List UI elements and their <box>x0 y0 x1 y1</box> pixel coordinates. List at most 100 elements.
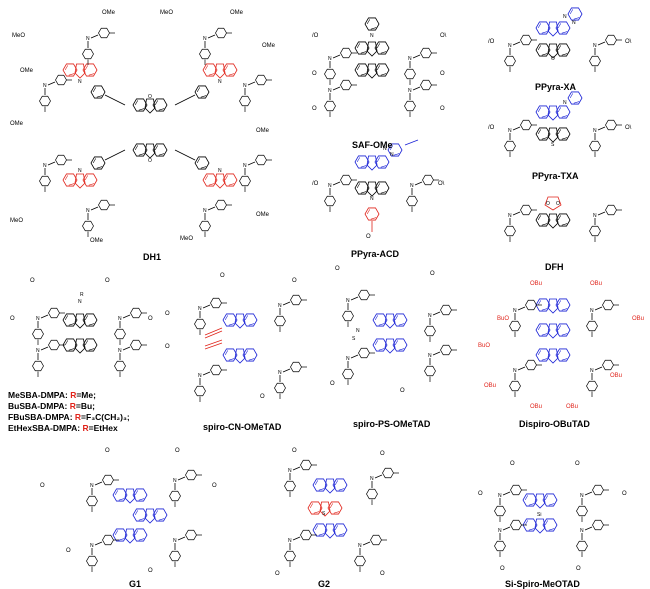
svg-text:MeO: MeO <box>10 218 23 224</box>
svg-text:O: O <box>30 278 35 284</box>
svg-text:O: O <box>66 548 71 554</box>
svg-text:OMe: OMe <box>256 212 270 218</box>
svg-text:BuO: BuO <box>497 316 509 322</box>
svg-text:N: N <box>78 168 82 174</box>
sba-dmpa-structure: NR O O O O <box>10 278 153 377</box>
svg-text:O: O <box>220 273 225 279</box>
sba-dmpa-legend: MeSBA-DMPA: R=Me; BuSBA-DMPA: R=Bu; FBuS… <box>8 390 130 434</box>
svg-text:R: R <box>80 292 84 298</box>
svg-text:O: O <box>312 106 317 112</box>
svg-text:O: O <box>366 234 371 240</box>
svg-text:O: O <box>400 388 405 394</box>
svg-text:O: O <box>292 448 297 454</box>
legend-row-mesba: MeSBA-DMPA: R=Me; <box>8 390 96 400</box>
svg-text:N: N <box>572 20 576 26</box>
svg-text:O: O <box>556 201 560 207</box>
spiro-cn-structure: O O O O O <box>165 273 307 402</box>
svg-text:/O: /O <box>488 125 495 131</box>
spiro-ps-structure: N S O O O O <box>330 266 457 394</box>
svg-text:OBu: OBu <box>530 404 542 410</box>
si-spiro-structure: Si O O O O O O <box>478 461 627 572</box>
svg-text:O: O <box>546 201 550 207</box>
label-dh1: DH1 <box>143 252 162 262</box>
saf-ome-structure: N /O O O O\ O O <box>312 17 447 117</box>
svg-text:OMe: OMe <box>230 10 244 16</box>
svg-text:MeO: MeO <box>180 236 193 242</box>
label-spiro-cn-ometad: spiro-CN-OMeTAD <box>203 422 282 432</box>
svg-text:O: O <box>380 451 385 457</box>
svg-text:O: O <box>292 278 297 284</box>
svg-text:S: S <box>322 511 326 517</box>
dfh-structure: O O <box>505 196 623 242</box>
label-spiro-ps-ometad: spiro-PS-OMeTAD <box>353 419 431 429</box>
svg-text:MeO: MeO <box>12 33 25 39</box>
label-ppyra-acd: PPyra-ACD <box>351 249 400 259</box>
legend-row-busba: BuSBA-DMPA: R=Bu; <box>8 401 95 411</box>
svg-text:O: O <box>212 483 217 489</box>
svg-text:/O: /O <box>312 33 319 39</box>
svg-text:O: O <box>10 316 15 322</box>
svg-text:O: O <box>575 461 580 467</box>
svg-text:O: O <box>148 316 153 322</box>
legend-row-ethexsba: EtHexSBA-DMPA: R=EtHex <box>8 423 118 433</box>
svg-text:N: N <box>563 14 567 20</box>
svg-text:O: O <box>260 394 265 400</box>
svg-text:O: O <box>440 71 445 77</box>
svg-text:OMe: OMe <box>10 121 24 127</box>
svg-text:O: O <box>622 491 627 497</box>
g2-structure: S O O O O <box>275 448 399 577</box>
svg-text:OBu: OBu <box>566 404 578 410</box>
svg-text:S: S <box>551 142 555 148</box>
svg-text:/O: /O <box>488 39 495 45</box>
svg-text:N: N <box>383 146 387 152</box>
svg-text:N: N <box>78 299 82 305</box>
svg-text:O: O <box>576 566 581 572</box>
svg-text:O: O <box>175 448 180 454</box>
svg-text:Si: Si <box>537 512 541 518</box>
svg-text:O\: O\ <box>438 181 445 187</box>
svg-text:O: O <box>500 566 505 572</box>
svg-text:N: N <box>370 33 374 39</box>
svg-text:O\: O\ <box>440 33 447 39</box>
svg-text:O: O <box>510 461 515 467</box>
g1-structure: O O O O O O <box>40 448 217 574</box>
svg-text:N: N <box>563 100 567 106</box>
label-ppyra-xa: PPyra-XA <box>535 82 577 92</box>
svg-text:O: O <box>380 571 385 577</box>
svg-text:OBu: OBu <box>530 281 542 287</box>
label-dispiro-obutad: Dispiro-OBuTAD <box>519 419 590 429</box>
ppyra-acd-structure: N N N O /O O\ <box>312 139 445 240</box>
ppyra-txa-structure: N S /O O\ <box>488 91 632 157</box>
svg-text:O: O <box>551 56 555 62</box>
label-g1: G1 <box>129 579 142 589</box>
svg-text:OBu: OBu <box>632 316 644 322</box>
svg-text:O: O <box>105 448 110 454</box>
svg-text:OMe: OMe <box>256 128 270 134</box>
svg-text:S: S <box>352 336 356 342</box>
svg-text:O: O <box>40 483 45 489</box>
svg-text:OBu: OBu <box>484 383 496 389</box>
svg-text:O: O <box>330 381 335 387</box>
svg-text:O: O <box>478 491 483 497</box>
dh1-structure: O O N N N N <box>10 10 276 244</box>
svg-text:/O: /O <box>312 181 319 187</box>
svg-text:OBu: OBu <box>610 373 622 379</box>
dispiro-obutad-structure: OBu OBu BuO OBu BuO OBu OBu OBu OBu <box>478 281 644 410</box>
svg-text:O: O <box>440 106 445 112</box>
svg-text:O: O <box>105 278 110 284</box>
label-dfh: DFH <box>545 262 564 272</box>
svg-text:O: O <box>165 311 170 317</box>
svg-text:OBu: OBu <box>590 281 602 287</box>
svg-text:N: N <box>218 79 222 85</box>
svg-text:O: O <box>275 571 280 577</box>
svg-text:O\: O\ <box>625 39 632 45</box>
svg-text:O: O <box>165 344 170 350</box>
svg-text:O: O <box>148 158 152 164</box>
svg-text:N: N <box>78 79 82 85</box>
svg-text:N: N <box>390 152 394 158</box>
svg-text:BuO: BuO <box>478 343 490 349</box>
svg-text:OMe: OMe <box>90 238 104 244</box>
label-g2: G2 <box>318 579 331 589</box>
svg-text:N: N <box>356 328 360 334</box>
